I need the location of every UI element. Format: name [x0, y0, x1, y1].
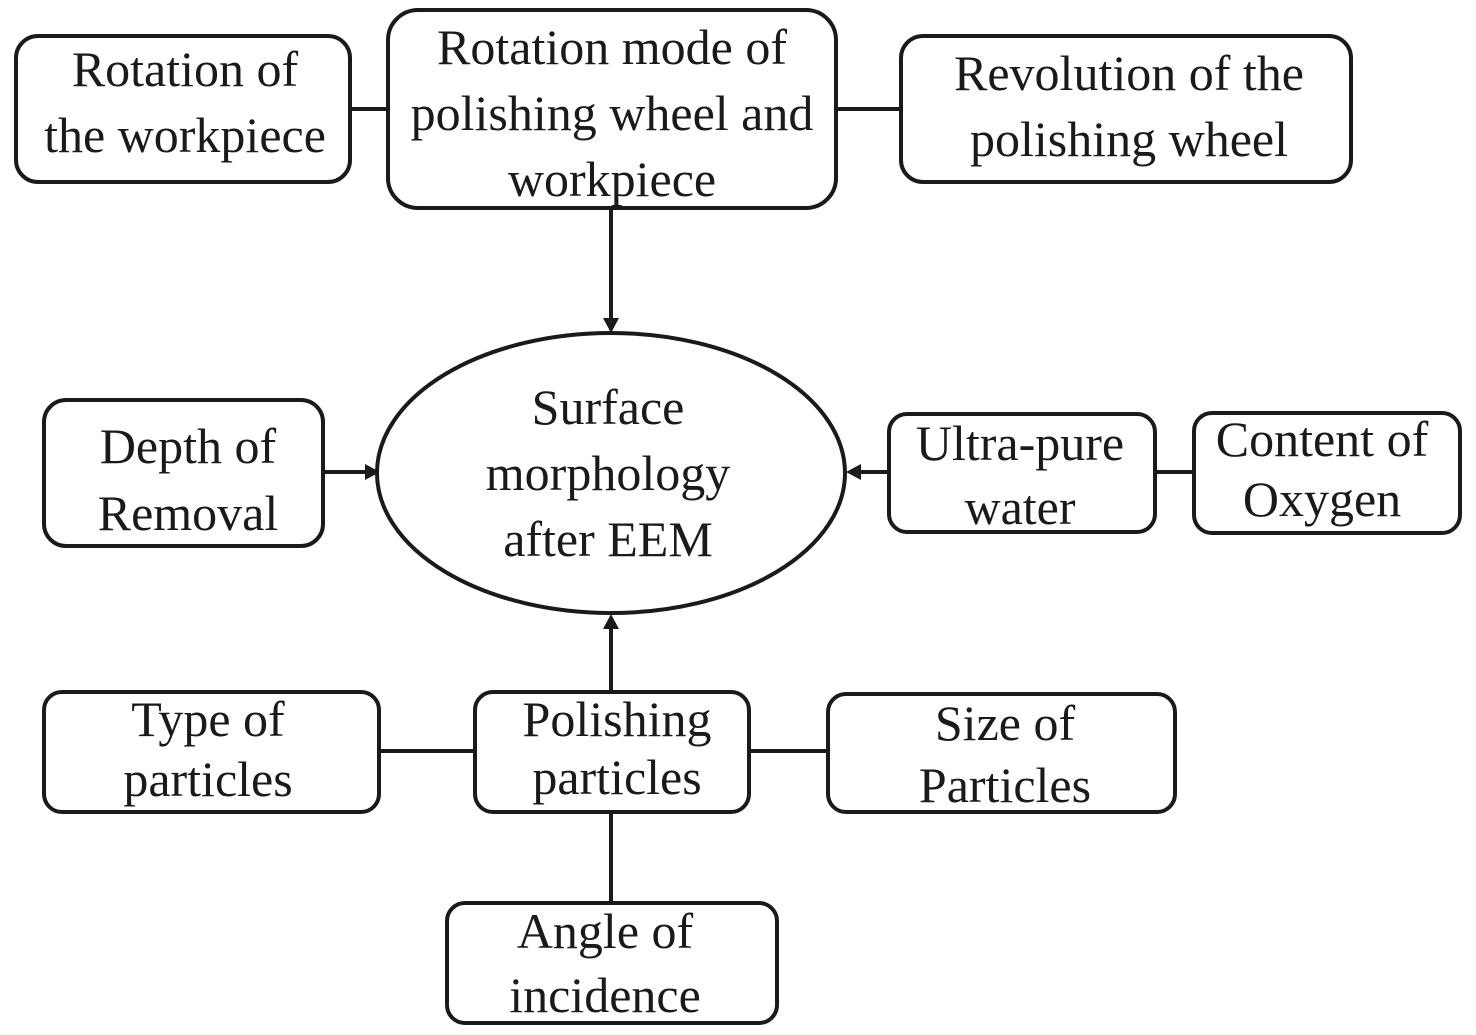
node-label-line: Angle of	[517, 903, 694, 959]
node-label-line: Type of	[131, 691, 285, 747]
node-label-line: Content of	[1216, 411, 1429, 467]
node-box	[899, 34, 1353, 184]
connectors	[323, 107, 1194, 903]
node-box	[42, 690, 381, 814]
node-label-line: polishing wheel and	[411, 85, 814, 141]
node-label-line: Particles	[919, 757, 1091, 813]
node-label-line: Revolution of the	[954, 45, 1304, 101]
node-type-of-particles: Type of particles	[42, 690, 381, 814]
node-box	[887, 412, 1157, 534]
center-node-surface-morphology: Surface morphology after EEM	[375, 331, 847, 615]
node-label-line: particles	[532, 749, 701, 805]
node-rotation-of-workpiece: Rotation of the workpiece	[14, 34, 352, 184]
node-content-of-oxygen: Content of Oxygen	[1192, 411, 1462, 535]
center-label-line: after EEM	[503, 511, 713, 567]
node-label-line: polishing wheel	[970, 111, 1288, 167]
node-rotation-mode: Rotation mode of polishing wheel and wor…	[386, 8, 838, 210]
node-box	[1192, 411, 1462, 535]
node-label-line: Oxygen	[1243, 471, 1401, 527]
node-box	[386, 8, 838, 210]
arrowhead-left	[846, 464, 861, 480]
node-depth-of-removal: Depth of Removal	[42, 398, 325, 548]
center-label-line: Surface	[532, 379, 685, 435]
node-box	[14, 34, 352, 184]
node-label-line: water	[964, 479, 1075, 535]
node-box	[473, 690, 751, 814]
node-polishing-particles: Polishing particles	[473, 690, 751, 814]
node-label-line: Rotation of	[72, 41, 299, 97]
node-label-line: Ultra-pure	[916, 415, 1124, 471]
node-label-line: Rotation mode of	[437, 19, 787, 75]
node-size-of-particles: Size of Particles	[826, 692, 1177, 814]
node-box	[826, 692, 1177, 814]
node-label-line: the workpiece	[44, 107, 326, 163]
node-label-line: Polishing	[523, 691, 712, 747]
center-ellipse	[375, 331, 847, 615]
arrowhead-down	[603, 318, 619, 333]
node-box	[445, 901, 779, 1025]
node-label-line: incidence	[509, 967, 701, 1023]
node-label-line: Depth of	[100, 418, 277, 474]
center-label-line: morphology	[486, 445, 730, 501]
node-angle-of-incidence: Angle of incidence	[445, 901, 779, 1025]
node-label-line: particles	[123, 751, 292, 807]
node-revolution-of-wheel: Revolution of the polishing wheel	[899, 34, 1353, 184]
node-label-line: workpiece	[508, 151, 716, 207]
arrowhead-right	[365, 464, 380, 480]
node-label-line: Size of	[935, 695, 1076, 751]
arrowhead-up	[603, 614, 619, 629]
node-label-line: Removal	[98, 485, 279, 541]
node-box	[42, 398, 325, 548]
node-ultra-pure-water: Ultra-pure water	[887, 412, 1157, 535]
